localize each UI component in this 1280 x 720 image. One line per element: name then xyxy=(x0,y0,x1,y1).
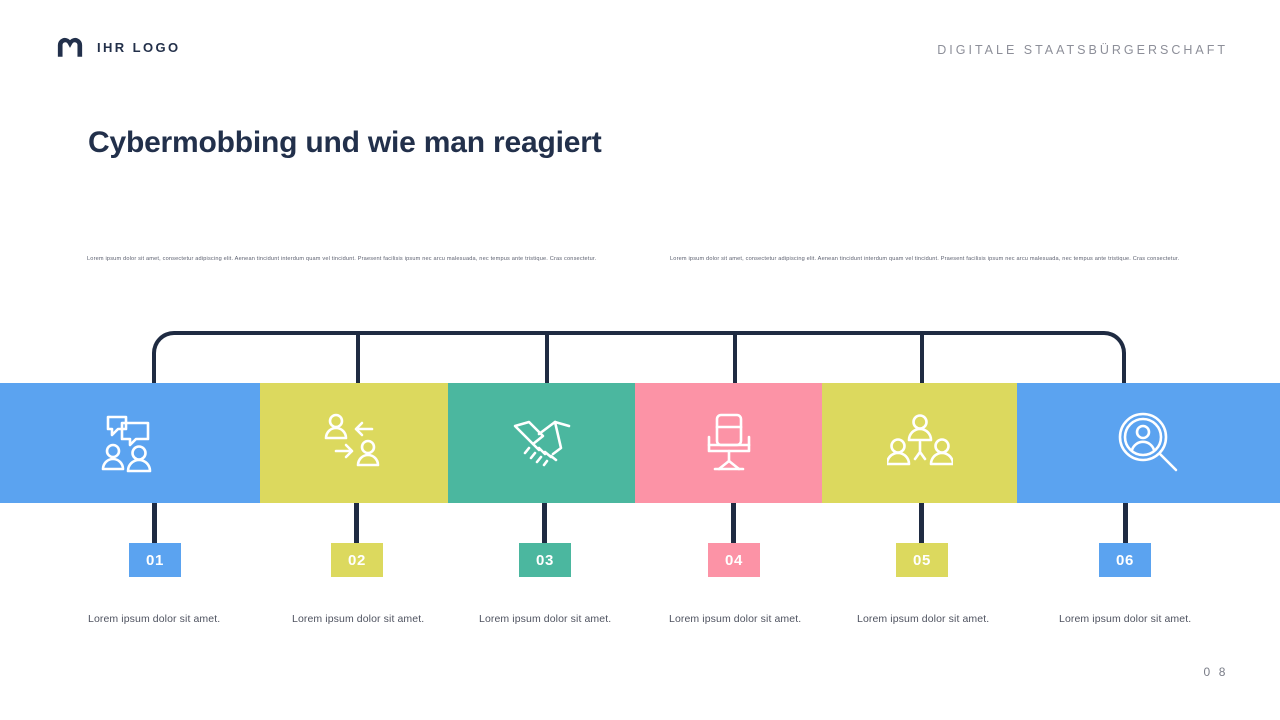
step-badge-3-label: 03 xyxy=(536,551,554,569)
step-tile-1[interactable] xyxy=(0,383,260,503)
step-badge-6[interactable]: 06 xyxy=(1099,543,1151,577)
step-badge-3[interactable]: 03 xyxy=(519,543,571,577)
step-caption-4: Lorem ipsum dolor sit amet. xyxy=(669,613,802,625)
stem-2 xyxy=(354,503,359,545)
page-number: 0 8 xyxy=(1203,665,1228,679)
step-tile-2[interactable] xyxy=(260,383,448,503)
stem-6 xyxy=(1123,503,1128,545)
bracket-tick-1 xyxy=(356,333,360,385)
step-badge-1[interactable]: 01 xyxy=(129,543,181,577)
step-badge-2-label: 02 xyxy=(348,551,366,569)
office-chair-icon xyxy=(707,413,750,471)
step-badge-2[interactable]: 02 xyxy=(331,543,383,577)
bracket-tick-3 xyxy=(733,333,737,385)
stem-1 xyxy=(152,503,157,545)
stem-5 xyxy=(919,503,924,545)
step-caption-6: Lorem ipsum dolor sit amet. xyxy=(1059,613,1192,625)
step-tile-6[interactable] xyxy=(1017,383,1280,503)
people-exchange-icon xyxy=(324,413,380,467)
step-badge-4-label: 04 xyxy=(725,551,743,569)
logo[interactable]: IHR LOGO xyxy=(56,36,180,58)
stem-3 xyxy=(542,503,547,545)
people-chat-icon xyxy=(101,415,152,473)
page-title: Cybermobbing und wie man reagiert xyxy=(88,126,602,159)
stem-4 xyxy=(731,503,736,545)
logo-text: IHR LOGO xyxy=(97,39,181,55)
intro-paragraph-left: Lorem ipsum dolor sit amet, consectetur … xyxy=(87,256,597,262)
step-caption-2: Lorem ipsum dolor sit amet. xyxy=(292,613,425,625)
step-caption-3: Lorem ipsum dolor sit amet. xyxy=(479,613,612,625)
team-group-icon xyxy=(886,414,953,466)
bracket-tick-4 xyxy=(920,333,924,385)
step-badge-4[interactable]: 04 xyxy=(708,543,760,577)
step-tile-band xyxy=(0,383,1280,503)
step-tile-4[interactable] xyxy=(635,383,822,503)
step-badge-5[interactable]: 05 xyxy=(896,543,948,577)
header-subtitle: DIGITALE STAATSBÜRGERSCHAFT xyxy=(937,43,1228,57)
step-caption-5: Lorem ipsum dolor sit amet. xyxy=(857,613,990,625)
handshake-icon xyxy=(513,420,570,467)
bracket-tick-2 xyxy=(545,333,549,385)
slide-header: IHR LOGO DIGITALE STAATSBÜRGERSCHAFT xyxy=(0,0,1280,96)
step-caption-1: Lorem ipsum dolor sit amet. xyxy=(88,613,221,625)
logo-m-mark-icon xyxy=(57,37,83,57)
intro-paragraph-right: Lorem ipsum dolor sit amet, consectetur … xyxy=(670,256,1180,262)
step-badge-6-label: 06 xyxy=(1116,551,1134,569)
step-badge-5-label: 05 xyxy=(913,551,931,569)
step-tile-3[interactable] xyxy=(448,383,635,503)
timeline-bracket xyxy=(152,331,1126,386)
step-badge-1-label: 01 xyxy=(146,551,164,569)
person-search-icon xyxy=(1118,412,1177,472)
step-tile-5[interactable] xyxy=(822,383,1017,503)
